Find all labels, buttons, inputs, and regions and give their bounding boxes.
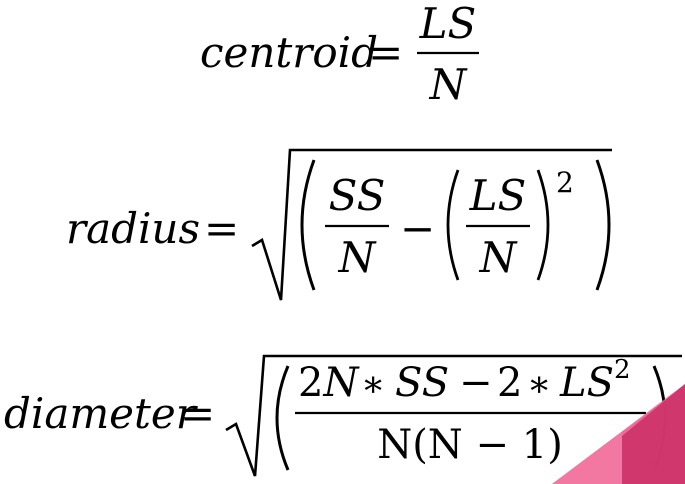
centroid-formula: centroid = LS N: [200, 0, 479, 109]
diameter-num-ls: LS: [559, 360, 614, 406]
radius-inner-left-paren: [446, 169, 460, 281]
diameter-exponent: 2: [614, 355, 631, 385]
centroid-equals: =: [368, 28, 403, 77]
centroid-denominator: N: [429, 60, 468, 109]
radius-ss: SS: [329, 171, 386, 220]
radius-exponent: 2: [556, 166, 574, 199]
diameter-num-two: 2: [497, 360, 522, 406]
radius-inner-right-paren: [536, 169, 550, 281]
diameter-star-1: ∗: [361, 364, 385, 405]
diameter-num-ss: SS: [395, 360, 449, 406]
radius-ls: LS: [469, 171, 527, 220]
diameter-denominator: N(N − 1): [377, 422, 563, 468]
diameter-num-2n: 2N: [298, 360, 360, 406]
corner-accent-decoration: [552, 384, 685, 484]
radius-n2: N: [479, 233, 518, 282]
centroid-numerator: LS: [419, 0, 477, 48]
radius-outer-left-paren: [300, 159, 316, 291]
radius-minus: −: [400, 204, 435, 253]
diameter-sqrt-sign: [225, 354, 682, 477]
radius-lhs: radius: [66, 204, 200, 253]
radius-outer-right-paren: [595, 159, 611, 291]
corner-triangle-light: [552, 432, 622, 484]
radius-formula: radius = SS N − LS N 2: [66, 148, 612, 301]
diameter-star-2: ∗: [527, 364, 551, 405]
diameter-lhs: diameter: [4, 389, 199, 438]
corner-stripe-dark: [622, 384, 685, 484]
centroid-lhs: centroid: [200, 28, 378, 77]
radius-equals: =: [204, 204, 239, 253]
diameter-left-paren: [275, 365, 290, 471]
radius-sqrt-sign: [251, 148, 612, 301]
diameter-minus: −: [459, 360, 493, 406]
diameter-formula: diameter = 2N ∗ SS − 2 ∗ LS 2 N(N − 1): [4, 354, 682, 477]
radius-n1: N: [338, 233, 377, 282]
diameter-equals: =: [180, 389, 215, 438]
